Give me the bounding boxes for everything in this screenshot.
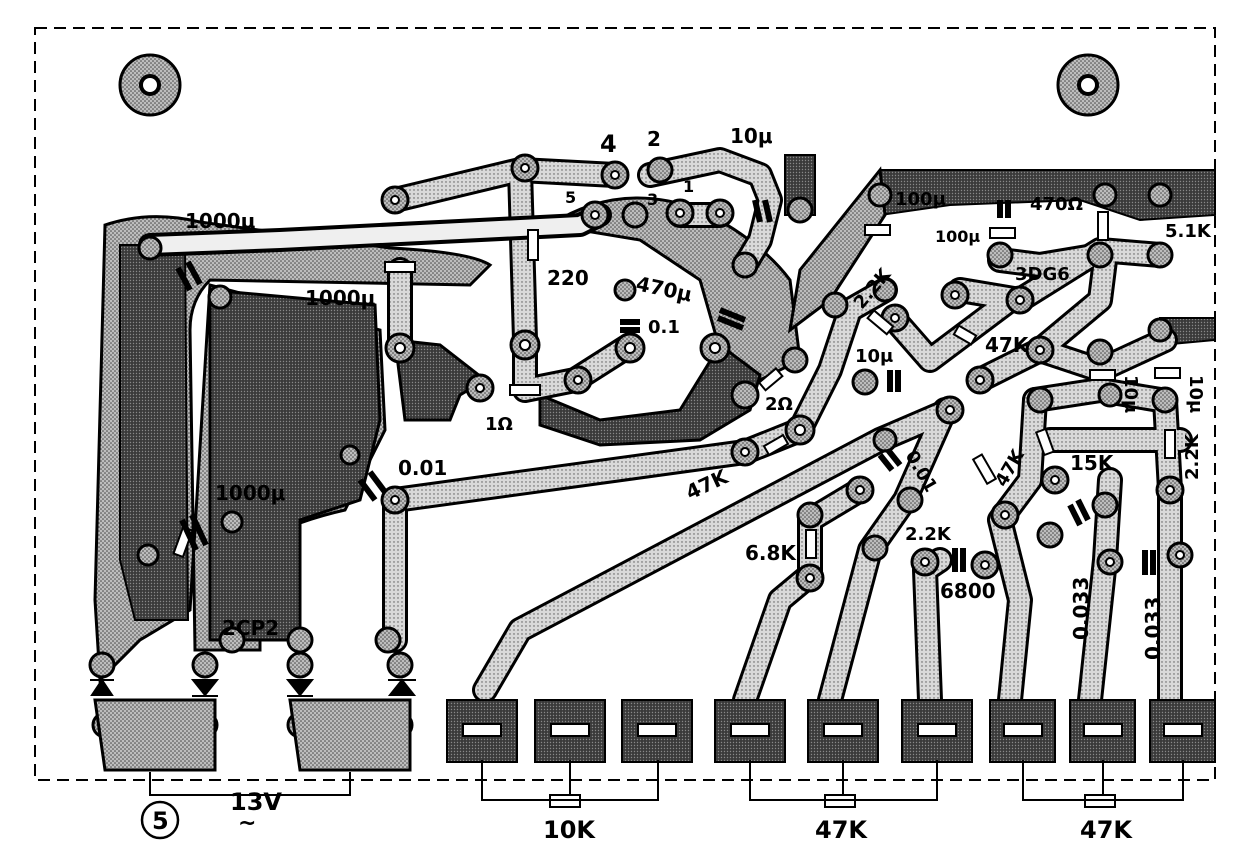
power-voltage-label: 13V xyxy=(230,788,282,816)
c-10u-b-label: 10μ xyxy=(1120,375,1141,413)
r-22k-right-label: 2.2K xyxy=(1182,433,1203,480)
r-68k-label: 6.8K xyxy=(745,541,797,565)
copper-area-transistor-left xyxy=(393,338,488,422)
labels: 4 2 1 5 3 1000μ 1000μ 1000μ 220 10μ 470μ… xyxy=(140,124,1212,844)
pot-47k-a-label: 47K xyxy=(815,816,868,844)
r-2ohm-label: 2Ω xyxy=(765,394,793,415)
r-470ohm-label: 470Ω xyxy=(1030,194,1083,215)
pin-5-label: 5 xyxy=(565,188,576,207)
transistor-3dg6-label: 3DG6 xyxy=(1015,264,1070,285)
power-ac-symbol: ~ xyxy=(238,811,256,836)
power-circle-number: 5 xyxy=(152,807,169,835)
r-47k-right-label: 47K xyxy=(985,333,1030,357)
c-100u-a-label: 100μ xyxy=(895,189,946,210)
mounting-hole-right xyxy=(1056,53,1120,117)
c-6800-label: 6800 xyxy=(940,579,996,603)
pin-1-label: 1 xyxy=(683,177,694,196)
r-220-label: 220 xyxy=(547,266,589,290)
r-1ohm-label: 1Ω xyxy=(485,414,513,435)
mounting-hole-left xyxy=(118,53,182,117)
board-outline xyxy=(34,27,1216,781)
c-10u-top-label: 10μ xyxy=(730,124,773,148)
copper-area-center-dark xyxy=(208,288,382,642)
diode-2cp2-label: 2CP2 xyxy=(222,616,279,640)
pot-10k-label: 10K xyxy=(543,816,596,844)
c-100u-b-label: 100μ xyxy=(935,227,980,246)
c-1000u-mid-label: 1000μ xyxy=(305,286,376,310)
c-10u-a-label: 10μ xyxy=(855,346,893,367)
c-1000u-top-label: 1000μ xyxy=(185,209,256,233)
ac-input-pads xyxy=(93,698,412,796)
pin-3-label: 3 xyxy=(647,190,658,209)
c-10u-c-label: 10μ xyxy=(1185,375,1206,413)
power-circle xyxy=(140,800,180,840)
capacitor-plates xyxy=(175,199,1156,575)
pot-47k-b-label: 47K xyxy=(1080,816,1133,844)
rectifier-diodes xyxy=(90,678,417,697)
pin-2-label: 2 xyxy=(647,127,661,151)
c-0033-a-label: 0.033 xyxy=(1069,577,1093,640)
r-15k-label: 15K xyxy=(1070,451,1115,475)
c-0033-b-label: 0.033 xyxy=(1141,597,1165,660)
c-1000u-low-label: 1000μ xyxy=(215,481,286,505)
r-51k-label: 5.1K xyxy=(1165,221,1212,242)
c-470u-label: 470μ xyxy=(634,271,694,306)
potentiometer-pads xyxy=(446,699,1216,801)
c-001-left-label: 0.01 xyxy=(398,456,447,480)
copper-area-top-right xyxy=(879,169,1216,222)
c-01-label: 0.1 xyxy=(648,317,680,338)
r-22k-mid-label: 2.2K xyxy=(905,524,952,545)
copper-area-top-diagonal xyxy=(787,166,887,334)
pin-4-label: 4 xyxy=(600,130,617,158)
copper-area-output-low xyxy=(538,342,762,447)
